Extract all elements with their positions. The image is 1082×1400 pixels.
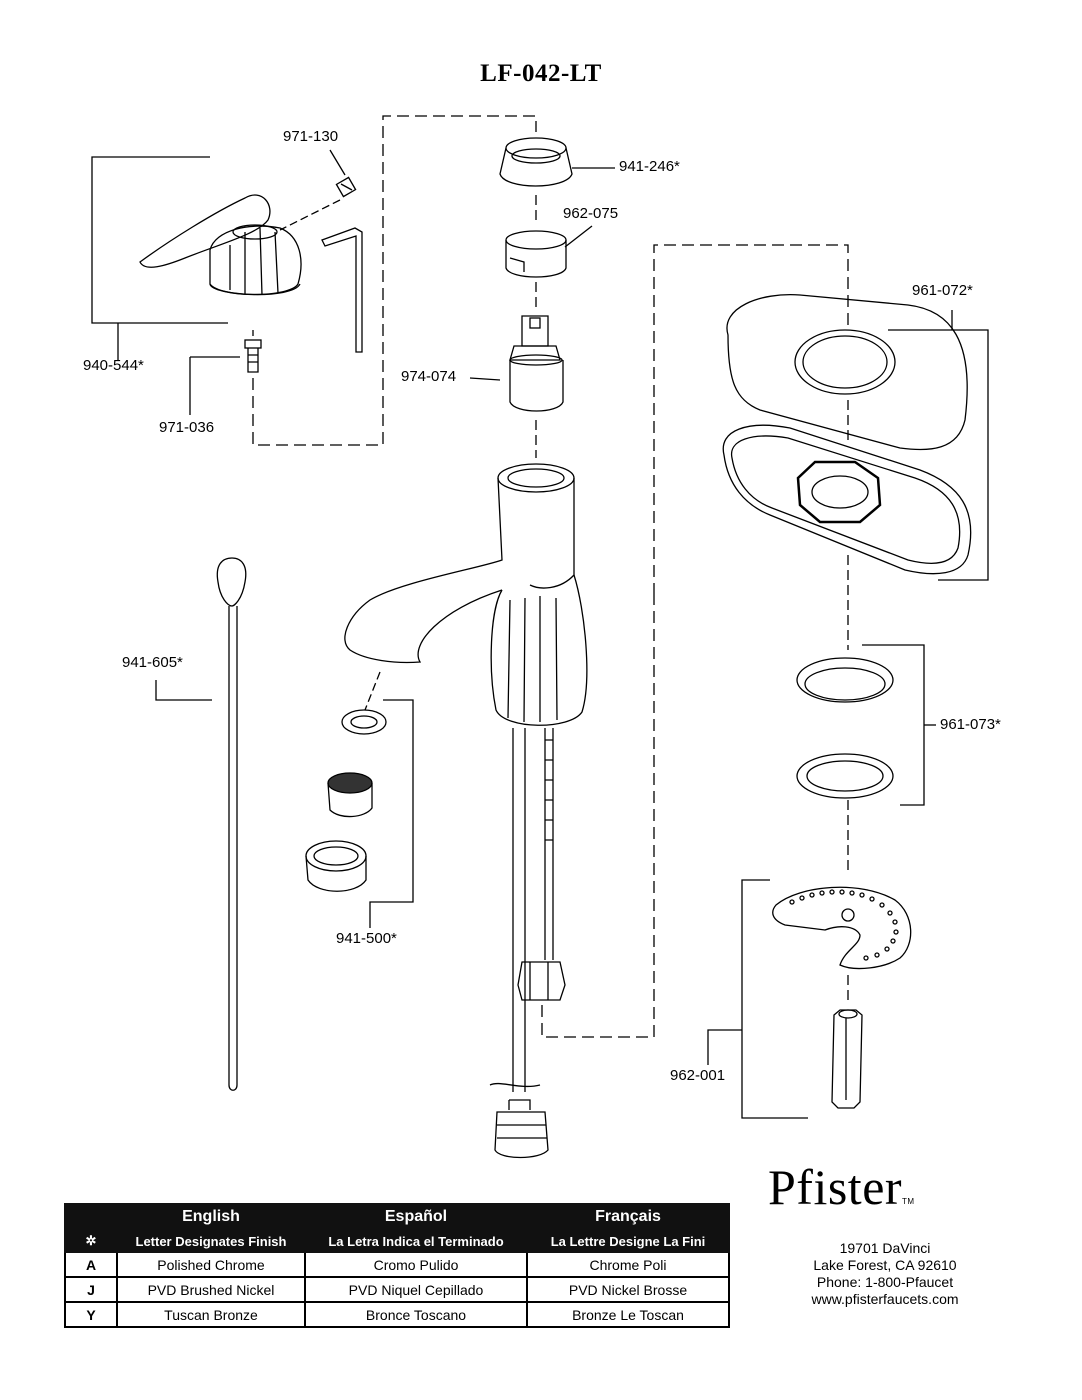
aerator-housing (305, 840, 367, 892)
finish-es: Cromo Pulido (304, 1251, 528, 1278)
address-line-1: 19701 DaVinci (839, 1240, 931, 1256)
mounting-shank (831, 1009, 863, 1109)
table-row: J PVD Brushed Nickel PVD Niquel Cepillad… (64, 1276, 730, 1303)
finish-en: Polished Chrome (116, 1251, 306, 1278)
asterisk-icon: ✲ (64, 1229, 118, 1253)
finish-code: A (64, 1251, 118, 1278)
part-label-962-001: 962-001 (670, 1067, 726, 1084)
gasket-ring-top (796, 657, 894, 703)
part-label-961-073: 961-073* (940, 716, 1001, 733)
finish-en: Tuscan Bronze (116, 1301, 306, 1328)
bonnet-nut (505, 230, 567, 278)
finish-fr: Bronze Le Toscan (526, 1301, 730, 1328)
faucet-body (344, 463, 588, 1159)
part-label-962-075: 962-075 (563, 205, 619, 222)
header-francais: Français (526, 1203, 730, 1231)
aerator-washer (341, 709, 387, 735)
part-label-940-544: 940-544* (83, 357, 144, 374)
part-label-941-246: 941-246* (619, 158, 680, 175)
escutcheon-plate (726, 293, 968, 451)
website-link[interactable]: www.pfisterfaucets.com (811, 1291, 959, 1307)
finish-table: English Español Français ✲ Letter Design… (64, 1203, 730, 1328)
finish-en: PVD Brushed Nickel (116, 1276, 306, 1303)
brand-name: Pfister (768, 1159, 903, 1215)
page-title: LF-042-LT (480, 60, 602, 87)
part-label-961-072: 961-072* (912, 282, 973, 299)
allen-wrench (321, 227, 363, 353)
subheader-english: Letter Designates Finish (116, 1229, 306, 1253)
escutcheon-gasket (722, 424, 972, 575)
aerator-screen (327, 772, 373, 818)
lever-handle (139, 194, 302, 296)
handle-screw (244, 339, 262, 373)
lift-rod (216, 557, 247, 1091)
table-row: A Polished Chrome Cromo Pulido Chrome Po… (64, 1251, 730, 1278)
header-english: English (116, 1203, 306, 1231)
trademark: TM (902, 1197, 915, 1206)
part-label-971-130: 971-130 (283, 128, 339, 145)
set-screw (335, 176, 357, 198)
part-label-971-036: 971-036 (159, 419, 215, 436)
finish-fr: PVD Nickel Brosse (526, 1276, 730, 1303)
finish-es: PVD Niquel Cepillado (304, 1276, 528, 1303)
part-label-941-605: 941-605* (122, 654, 183, 671)
finish-code: J (64, 1276, 118, 1303)
header-espanol: Español (304, 1203, 528, 1231)
subheader-francais: La Lettre Designe La Fini (526, 1229, 730, 1253)
mounting-bracket (772, 886, 912, 970)
phone: Phone: 1-800-Pfaucet (816, 1274, 954, 1290)
subheader-espanol: La Letra Indica el Terminado (304, 1229, 528, 1253)
company-address: 19701 DaVinci Lake Forest, CA 92610 Phon… (790, 1240, 980, 1308)
part-label-941-500: 941-500* (336, 930, 397, 947)
handle-bracket (91, 156, 228, 324)
finish-fr: Chrome Poli (526, 1251, 730, 1278)
brand-logo: PfisterTM (768, 1158, 915, 1216)
table-row: Y Tuscan Bronze Bronce Toscano Bronze Le… (64, 1301, 730, 1328)
address-line-2: Lake Forest, CA 92610 (813, 1257, 957, 1273)
part-label-974-074: 974-074 (401, 368, 457, 385)
cap (499, 137, 573, 187)
finish-es: Bronce Toscano (304, 1301, 528, 1328)
gasket-ring-bottom (796, 753, 894, 799)
cartridge (509, 315, 564, 412)
finish-code: Y (64, 1301, 118, 1328)
